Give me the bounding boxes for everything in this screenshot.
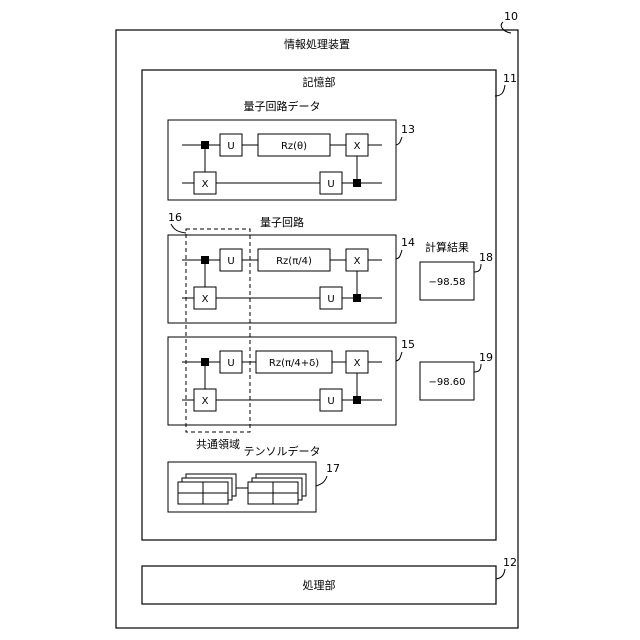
rz-gate: Rz(θ) <box>258 134 330 156</box>
svg-text:X: X <box>202 179 209 190</box>
rz-gate: Rz(π/4+δ) <box>256 351 332 373</box>
u-gate: U <box>320 389 342 411</box>
x-gate: X <box>346 351 368 373</box>
u-gate: U <box>220 134 242 156</box>
control-dot <box>201 141 209 149</box>
svg-text:U: U <box>227 141 234 152</box>
svg-text:X: X <box>202 396 209 407</box>
svg-text:X: X <box>202 294 209 305</box>
svg-text:X: X <box>354 141 361 152</box>
result-a-ref: 18 <box>479 251 493 264</box>
svg-text:U: U <box>227 358 234 369</box>
processing-ref-leader <box>496 569 505 579</box>
svg-text:U: U <box>327 294 334 305</box>
tensor-data-ref: 17 <box>326 462 340 475</box>
results-title: 計算結果 <box>425 240 469 254</box>
processing-ref: 12 <box>503 556 517 569</box>
rz-gate: Rz(π/4) <box>258 249 330 271</box>
result-b-value: −98.60 <box>428 377 465 388</box>
result-b-ref-leader <box>474 364 481 372</box>
control-dot <box>353 396 361 404</box>
circuit-data-ref: 13 <box>401 123 415 136</box>
u-gate: U <box>220 351 242 373</box>
tensor-data-ref-leader <box>316 476 327 486</box>
svg-text:Rz(π/4): Rz(π/4) <box>276 256 312 267</box>
x-gate: X <box>346 249 368 271</box>
control-dot <box>353 179 361 187</box>
device-ref-leader <box>501 22 511 33</box>
svg-text:X: X <box>354 256 361 267</box>
circuit-a-ref-leader <box>396 250 402 259</box>
x-gate: X <box>194 287 216 309</box>
circuits-title: 量子回路 <box>260 216 304 229</box>
tensor-icon-left <box>178 474 236 504</box>
storage-ref: 11 <box>503 72 517 85</box>
common-region-title: 共通領域 <box>196 437 240 451</box>
control-dot <box>201 256 209 264</box>
circuit-b-diagram: X U Rz(π/4+δ) X U <box>182 351 382 411</box>
storage-title: 記憶部 <box>303 75 336 89</box>
result-a-ref-leader <box>474 264 481 272</box>
result-b-ref: 19 <box>479 351 493 364</box>
svg-text:U: U <box>327 396 334 407</box>
x-gate: X <box>194 389 216 411</box>
circuit-a-box <box>168 235 396 323</box>
control-dot <box>201 358 209 366</box>
circuit-data-diagram: X U Rz(θ) X U <box>182 134 382 194</box>
svg-text:X: X <box>354 358 361 369</box>
tensor-data-title: テンソルデータ <box>244 444 321 458</box>
circuit-b-box <box>168 337 396 425</box>
svg-text:U: U <box>327 179 334 190</box>
device-title: 情報処理装置 <box>284 38 350 51</box>
circuit-data-ref-leader <box>396 137 402 145</box>
u-gate: U <box>220 249 242 271</box>
result-a-value: −98.58 <box>428 277 465 288</box>
u-gate: U <box>320 287 342 309</box>
tensor-icon-right <box>248 474 306 504</box>
device-ref: 10 <box>504 10 518 23</box>
circuit-a-diagram: X U Rz(π/4) X U <box>182 249 382 309</box>
svg-text:Rz(π/4+δ): Rz(π/4+δ) <box>269 358 319 369</box>
common-region-ref: 16 <box>168 211 182 224</box>
x-gate: X <box>194 172 216 194</box>
circuit-b-ref: 15 <box>401 338 415 351</box>
svg-text:U: U <box>227 256 234 267</box>
control-dot <box>353 294 361 302</box>
processing-title: 処理部 <box>303 578 336 592</box>
common-region-ref-leader <box>171 224 186 233</box>
circuit-data-title: 量子回路データ <box>244 99 321 113</box>
circuit-b-ref-leader <box>396 352 402 361</box>
circuit-a-ref: 14 <box>401 236 415 249</box>
u-gate: U <box>320 172 342 194</box>
svg-text:Rz(θ): Rz(θ) <box>281 141 307 152</box>
x-gate: X <box>346 134 368 156</box>
